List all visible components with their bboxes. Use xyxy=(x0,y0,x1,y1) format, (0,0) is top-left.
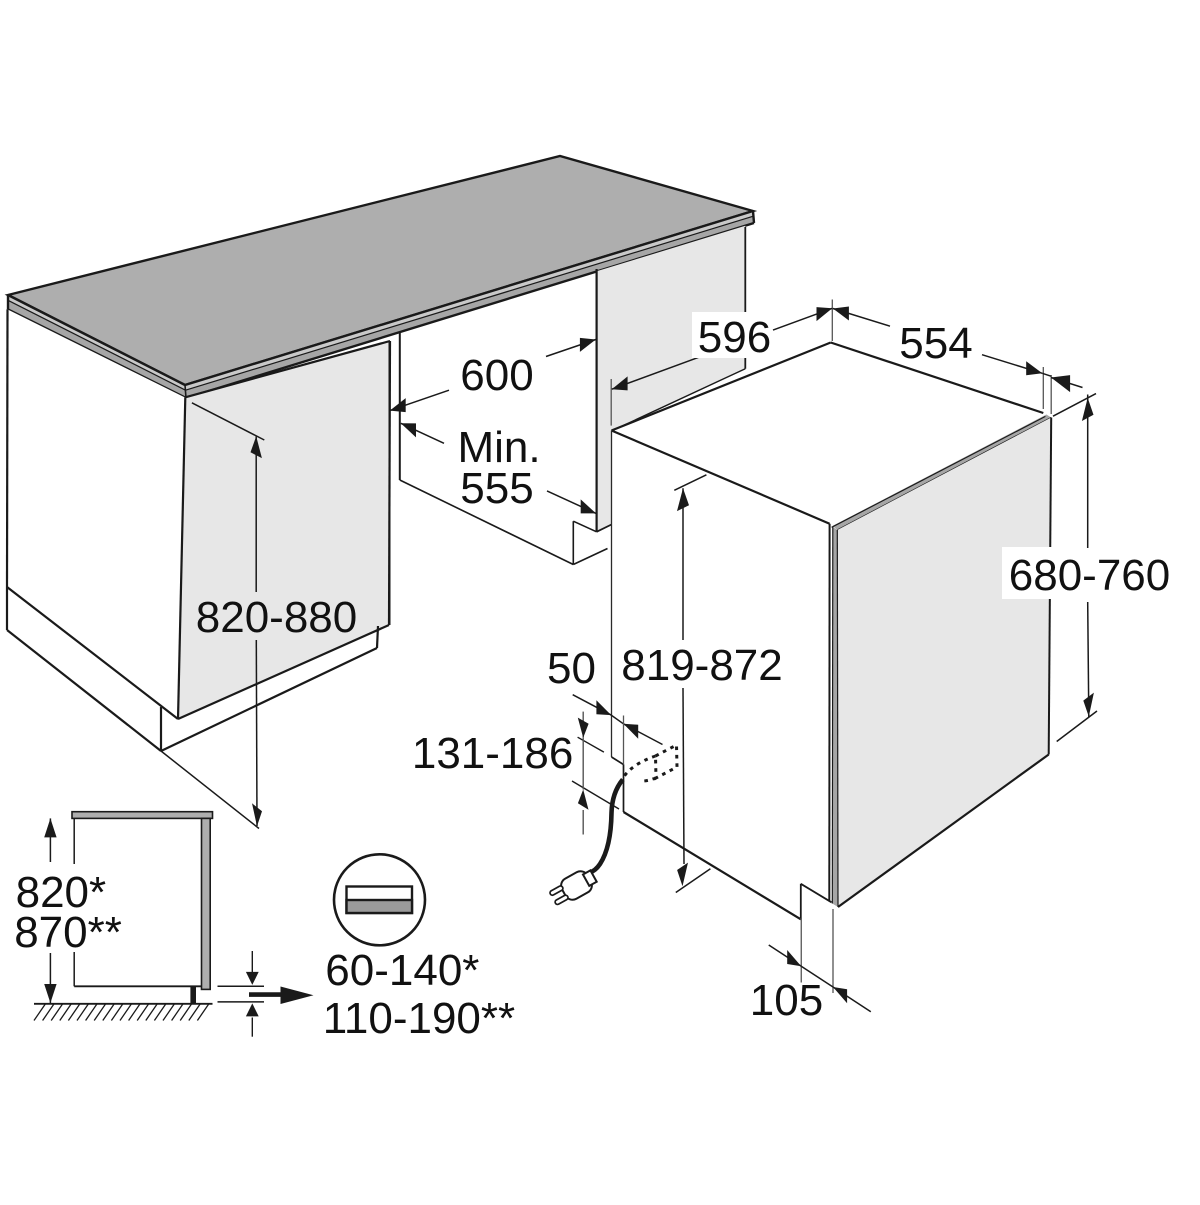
svg-text:555: 555 xyxy=(460,464,533,513)
svg-text:680-760: 680-760 xyxy=(1009,551,1170,600)
svg-text:600: 600 xyxy=(460,351,533,400)
svg-text:870**: 870** xyxy=(14,908,122,957)
svg-text:820-880: 820-880 xyxy=(196,593,357,642)
svg-text:60-140*: 60-140* xyxy=(325,946,479,995)
svg-text:596: 596 xyxy=(698,313,771,362)
svg-text:105: 105 xyxy=(750,976,823,1025)
svg-text:110-190**: 110-190** xyxy=(323,994,515,1043)
svg-text:819-872: 819-872 xyxy=(621,641,782,690)
svg-text:554: 554 xyxy=(899,319,972,368)
svg-text:131-186: 131-186 xyxy=(412,729,573,778)
svg-text:50: 50 xyxy=(547,644,596,693)
